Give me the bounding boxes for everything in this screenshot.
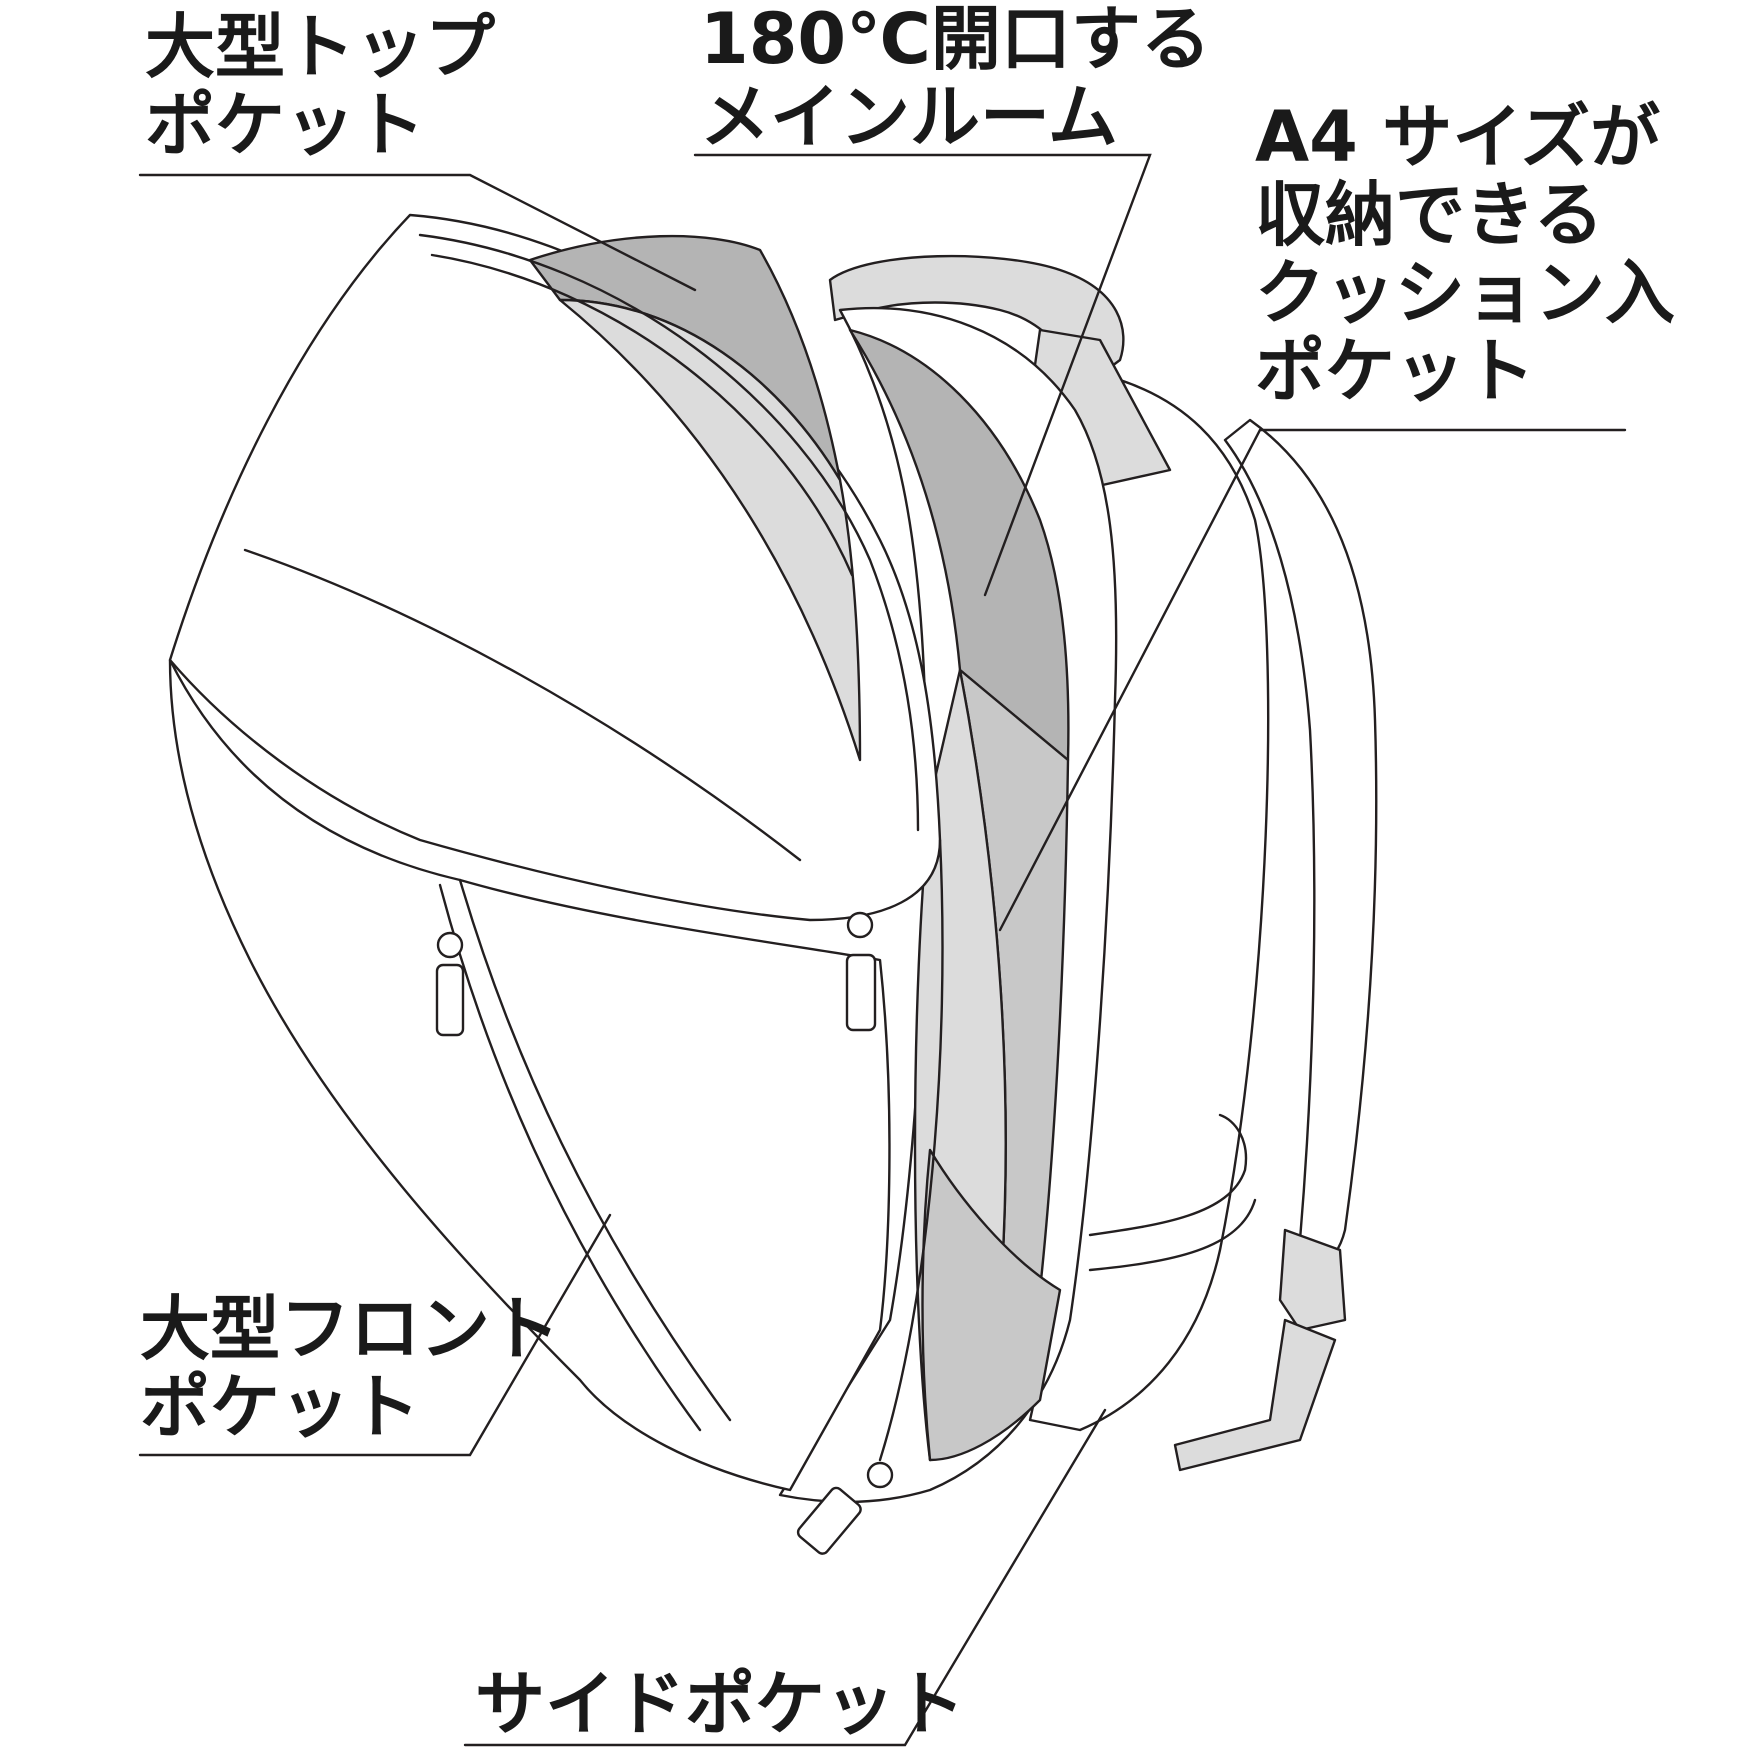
zipper-pull-center [845,911,877,1032]
label-top-pocket: 大型トップ ポケット [145,6,495,166]
lid-zipper [418,233,920,832]
strap-lower [1173,1318,1337,1472]
leader-top-pocket [138,173,697,292]
leader-cushion-pocket [998,428,1627,932]
lid-zipper-inner [430,253,854,577]
side-pocket-band-lower [1088,1198,1257,1272]
top-handle [828,254,1125,392]
front-zipper [458,878,732,1422]
zipper-pull-left [435,931,465,1037]
cushion-pocket-interior [921,1148,1062,1462]
leader-side-pocket [463,1408,1107,1747]
label-front-pocket: 大型フロント ポケット [140,1288,560,1448]
strap-buckle [1278,1228,1347,1332]
leader-main-room [693,153,1152,597]
side-pocket-band [1088,1113,1248,1237]
label-cushion-pocket: A4 サイズが 収納できる クッション入 ポケット [1255,96,1675,412]
front-zipper-inner [438,883,702,1432]
main-zipper [878,838,944,1462]
lid-seam [243,548,802,862]
label-side-pocket: サイドポケット [475,1663,965,1745]
zipper-pull-bottom [796,1461,894,1555]
leader-front-pocket [138,1213,612,1457]
label-main-room: 180℃開口する メインルーム [700,0,1211,158]
top-pocket-interior-light [558,298,862,762]
main-room-interior-dark [848,328,1070,762]
